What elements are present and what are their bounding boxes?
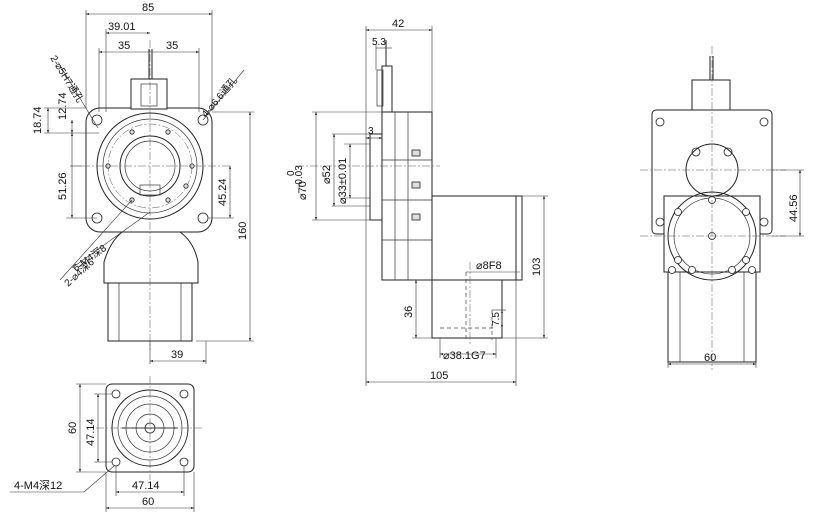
dim-height-103: 103 bbox=[531, 258, 543, 276]
side-hub bbox=[369, 133, 383, 221]
front-neck bbox=[103, 231, 199, 284]
dim-width-42: 42 bbox=[392, 18, 404, 30]
dim-height-36: 36 bbox=[403, 306, 415, 318]
dim-offset-3: 3 bbox=[368, 126, 374, 137]
dim-height-4714: 47.14 bbox=[85, 418, 97, 446]
dim-half-left: 35 bbox=[118, 40, 130, 52]
dim-height-60-bottom: 60 bbox=[67, 422, 79, 434]
dim-height-160: 160 bbox=[237, 222, 249, 240]
side-flange bbox=[381, 111, 433, 281]
front-corner-hole bbox=[197, 212, 209, 224]
dim-height-18: 18.74 bbox=[32, 106, 44, 134]
side-motor bbox=[431, 195, 517, 281]
bottom-corner-hole bbox=[179, 389, 189, 399]
dim-dia-70: ⌀70 bbox=[297, 181, 309, 200]
front-connector bbox=[130, 78, 168, 110]
dim-height-51: 51.26 bbox=[57, 172, 69, 200]
dim-tol-lower: -0.03 bbox=[294, 165, 305, 188]
dim-height-75: 7.5 bbox=[491, 312, 502, 326]
rear-connector bbox=[691, 79, 731, 111]
side-connector bbox=[381, 65, 393, 113]
dim-offset-39: 39.01 bbox=[108, 21, 136, 33]
side-gearhead bbox=[431, 279, 503, 339]
side-view: 42 5.3 3 ⌀70 0 -0.03 ⌀52 ⌀33±0.01 103 ⌀8… bbox=[286, 18, 548, 386]
rear-view: 44.56 60 bbox=[640, 46, 804, 370]
bottom-corner-hole bbox=[111, 389, 121, 399]
dim-height-12: 12.74 bbox=[57, 92, 69, 120]
callout-bottom-tapped: 4-M4深12 bbox=[14, 479, 62, 492]
dim-dia-52: ⌀52 bbox=[321, 165, 333, 184]
bottom-corner-hole bbox=[179, 457, 189, 467]
dim-width-60-bottom: 60 bbox=[142, 496, 154, 508]
dim-tol-upper: 0 bbox=[286, 170, 297, 176]
dim-overall-width: 85 bbox=[142, 2, 154, 14]
dim-shaft-8: ⌀8F8 bbox=[476, 260, 502, 272]
bottom-corner-hole bbox=[111, 457, 121, 467]
front-view: 85 39.01 35 35 18.74 12.74 51.26 160 45.… bbox=[32, 2, 254, 364]
dim-dia-381: ⌀38.1G7 bbox=[443, 350, 486, 362]
dim-offset-53: 5.3 bbox=[372, 37, 386, 48]
dim-height-45: 45.24 bbox=[217, 178, 229, 206]
dim-width-4714: 47.14 bbox=[132, 480, 160, 492]
dim-width-60-rear: 60 bbox=[704, 352, 716, 364]
dim-length-105: 105 bbox=[430, 370, 448, 382]
dim-dia-33: ⌀33±0.01 bbox=[337, 158, 349, 204]
callout-through-holes: 4-⌀6.6通孔 bbox=[199, 75, 240, 120]
front-flange bbox=[85, 107, 213, 233]
dim-half-right: 35 bbox=[166, 40, 178, 52]
dim-height-4456: 44.56 bbox=[788, 194, 800, 222]
bottom-view: 60 47.14 47.14 60 4-M4深12 bbox=[10, 376, 204, 512]
dim-bottom-39: 39 bbox=[171, 349, 183, 361]
